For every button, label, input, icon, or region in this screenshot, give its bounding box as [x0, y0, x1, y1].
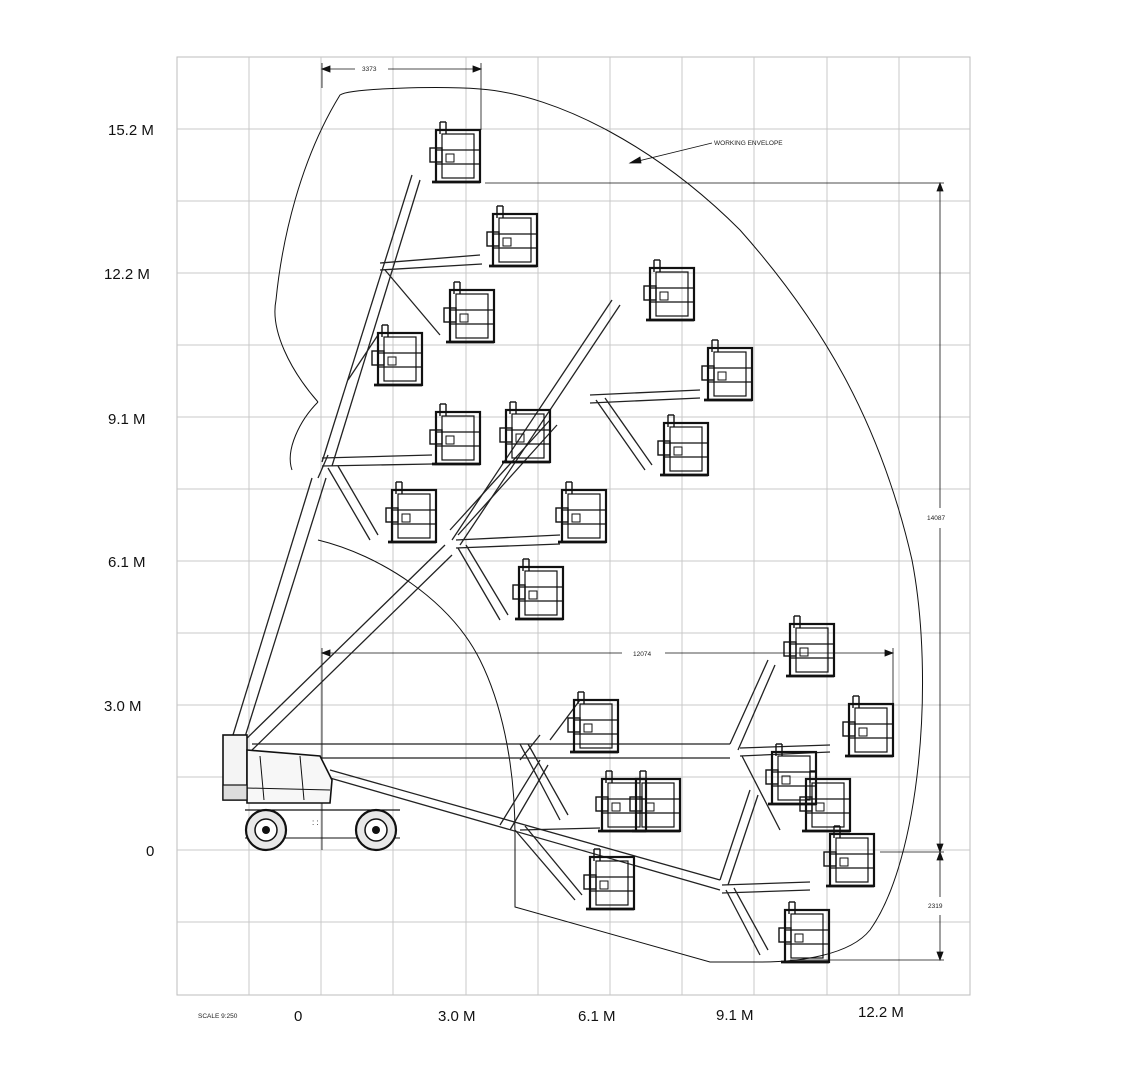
- rear-wheel: [354, 808, 398, 852]
- dimension-horizontal-reach: 12074: [633, 651, 651, 658]
- envelope-leader: [628, 142, 713, 164]
- x-tick-label: 3.0 M: [438, 1008, 476, 1025]
- envelope-label: WORKING ENVELOPE: [714, 140, 783, 147]
- x-tick-label: 0: [294, 1008, 302, 1025]
- dimension-top-width: 3373: [362, 66, 377, 73]
- x-tick-label: 9.1 M: [716, 1007, 754, 1024]
- grid: [176, 56, 971, 996]
- svg-text:: :: : :: [312, 818, 319, 827]
- front-wheel: [244, 808, 288, 852]
- y-tick-label: 12.2 M: [104, 266, 150, 283]
- dimension-max-height: 14087: [927, 515, 945, 522]
- y-axis-labels: 15.2 M 12.2 M 9.1 M 6.1 M 3.0 M 0: [104, 122, 154, 860]
- y-tick-label: 9.1 M: [108, 411, 146, 428]
- y-tick-label: 6.1 M: [108, 554, 146, 571]
- y-tick-label: 0: [146, 843, 154, 860]
- x-tick-label: 6.1 M: [578, 1008, 616, 1025]
- x-tick-label: 12.2 M: [858, 1004, 904, 1021]
- boom-positions: [232, 174, 831, 956]
- y-tick-label: 3.0 M: [104, 698, 142, 715]
- scale-label: SCALE 9:250: [198, 1013, 238, 1020]
- working-envelope-outline: [274, 87, 924, 963]
- platform-baskets: [370, 120, 895, 964]
- dimension-below-ground: 2319: [928, 903, 943, 910]
- y-tick-label: 15.2 M: [108, 122, 154, 139]
- x-axis-labels: 0 3.0 M 6.1 M 9.1 M 12.2 M: [294, 1004, 904, 1025]
